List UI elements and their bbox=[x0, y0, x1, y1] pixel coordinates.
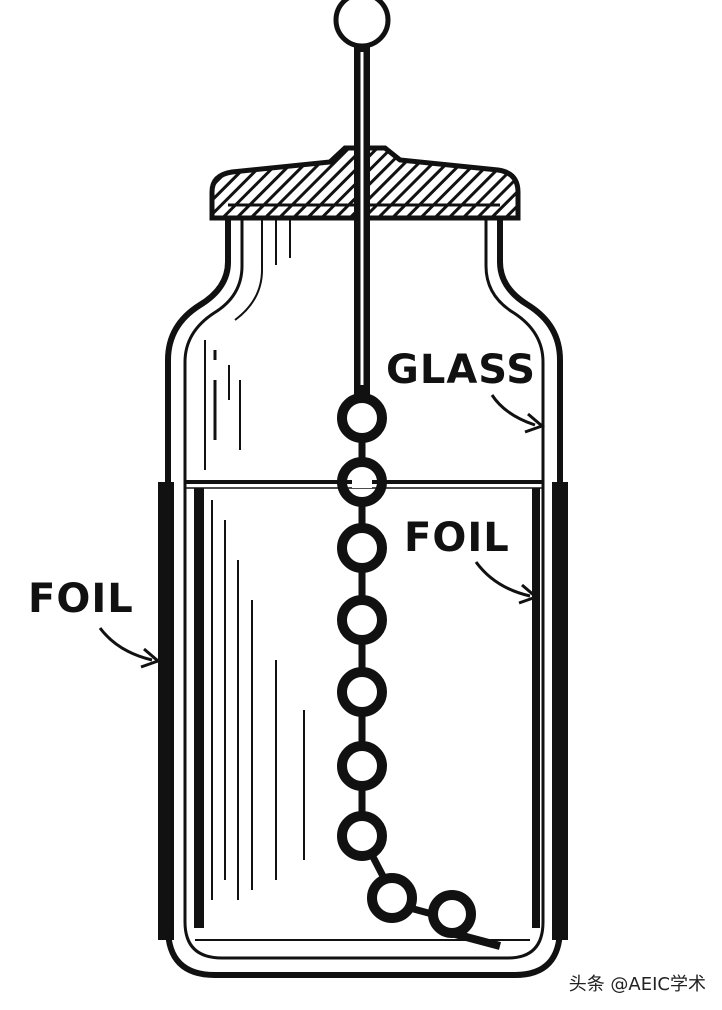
chain-link bbox=[337, 595, 387, 645]
foil-outer-arrow bbox=[98, 627, 153, 662]
foil-inner-arrow bbox=[474, 561, 531, 598]
foil-inner-label: FOIL bbox=[404, 515, 510, 561]
metal-rod bbox=[333, 0, 391, 396]
chain-link bbox=[337, 741, 387, 791]
foil-outer-label: FOIL bbox=[28, 576, 134, 622]
chain-link bbox=[337, 667, 387, 717]
chain-link bbox=[337, 393, 387, 443]
glass-label-group: GLASS bbox=[386, 347, 545, 434]
chain-link bbox=[367, 873, 417, 923]
glass-jar bbox=[165, 205, 563, 978]
glass-label: GLASS bbox=[386, 347, 536, 393]
chain-link bbox=[428, 890, 476, 938]
ball-terminal bbox=[333, 0, 391, 49]
watermark: 头条 @AEIC学术 bbox=[568, 974, 706, 995]
glass-arrow bbox=[490, 394, 536, 427]
foil-inner-label-group: FOIL bbox=[404, 515, 539, 605]
chain-link bbox=[337, 811, 387, 861]
foil-outer-label-group: FOIL bbox=[28, 576, 161, 669]
chain bbox=[337, 393, 502, 950]
chain-link bbox=[337, 523, 387, 573]
